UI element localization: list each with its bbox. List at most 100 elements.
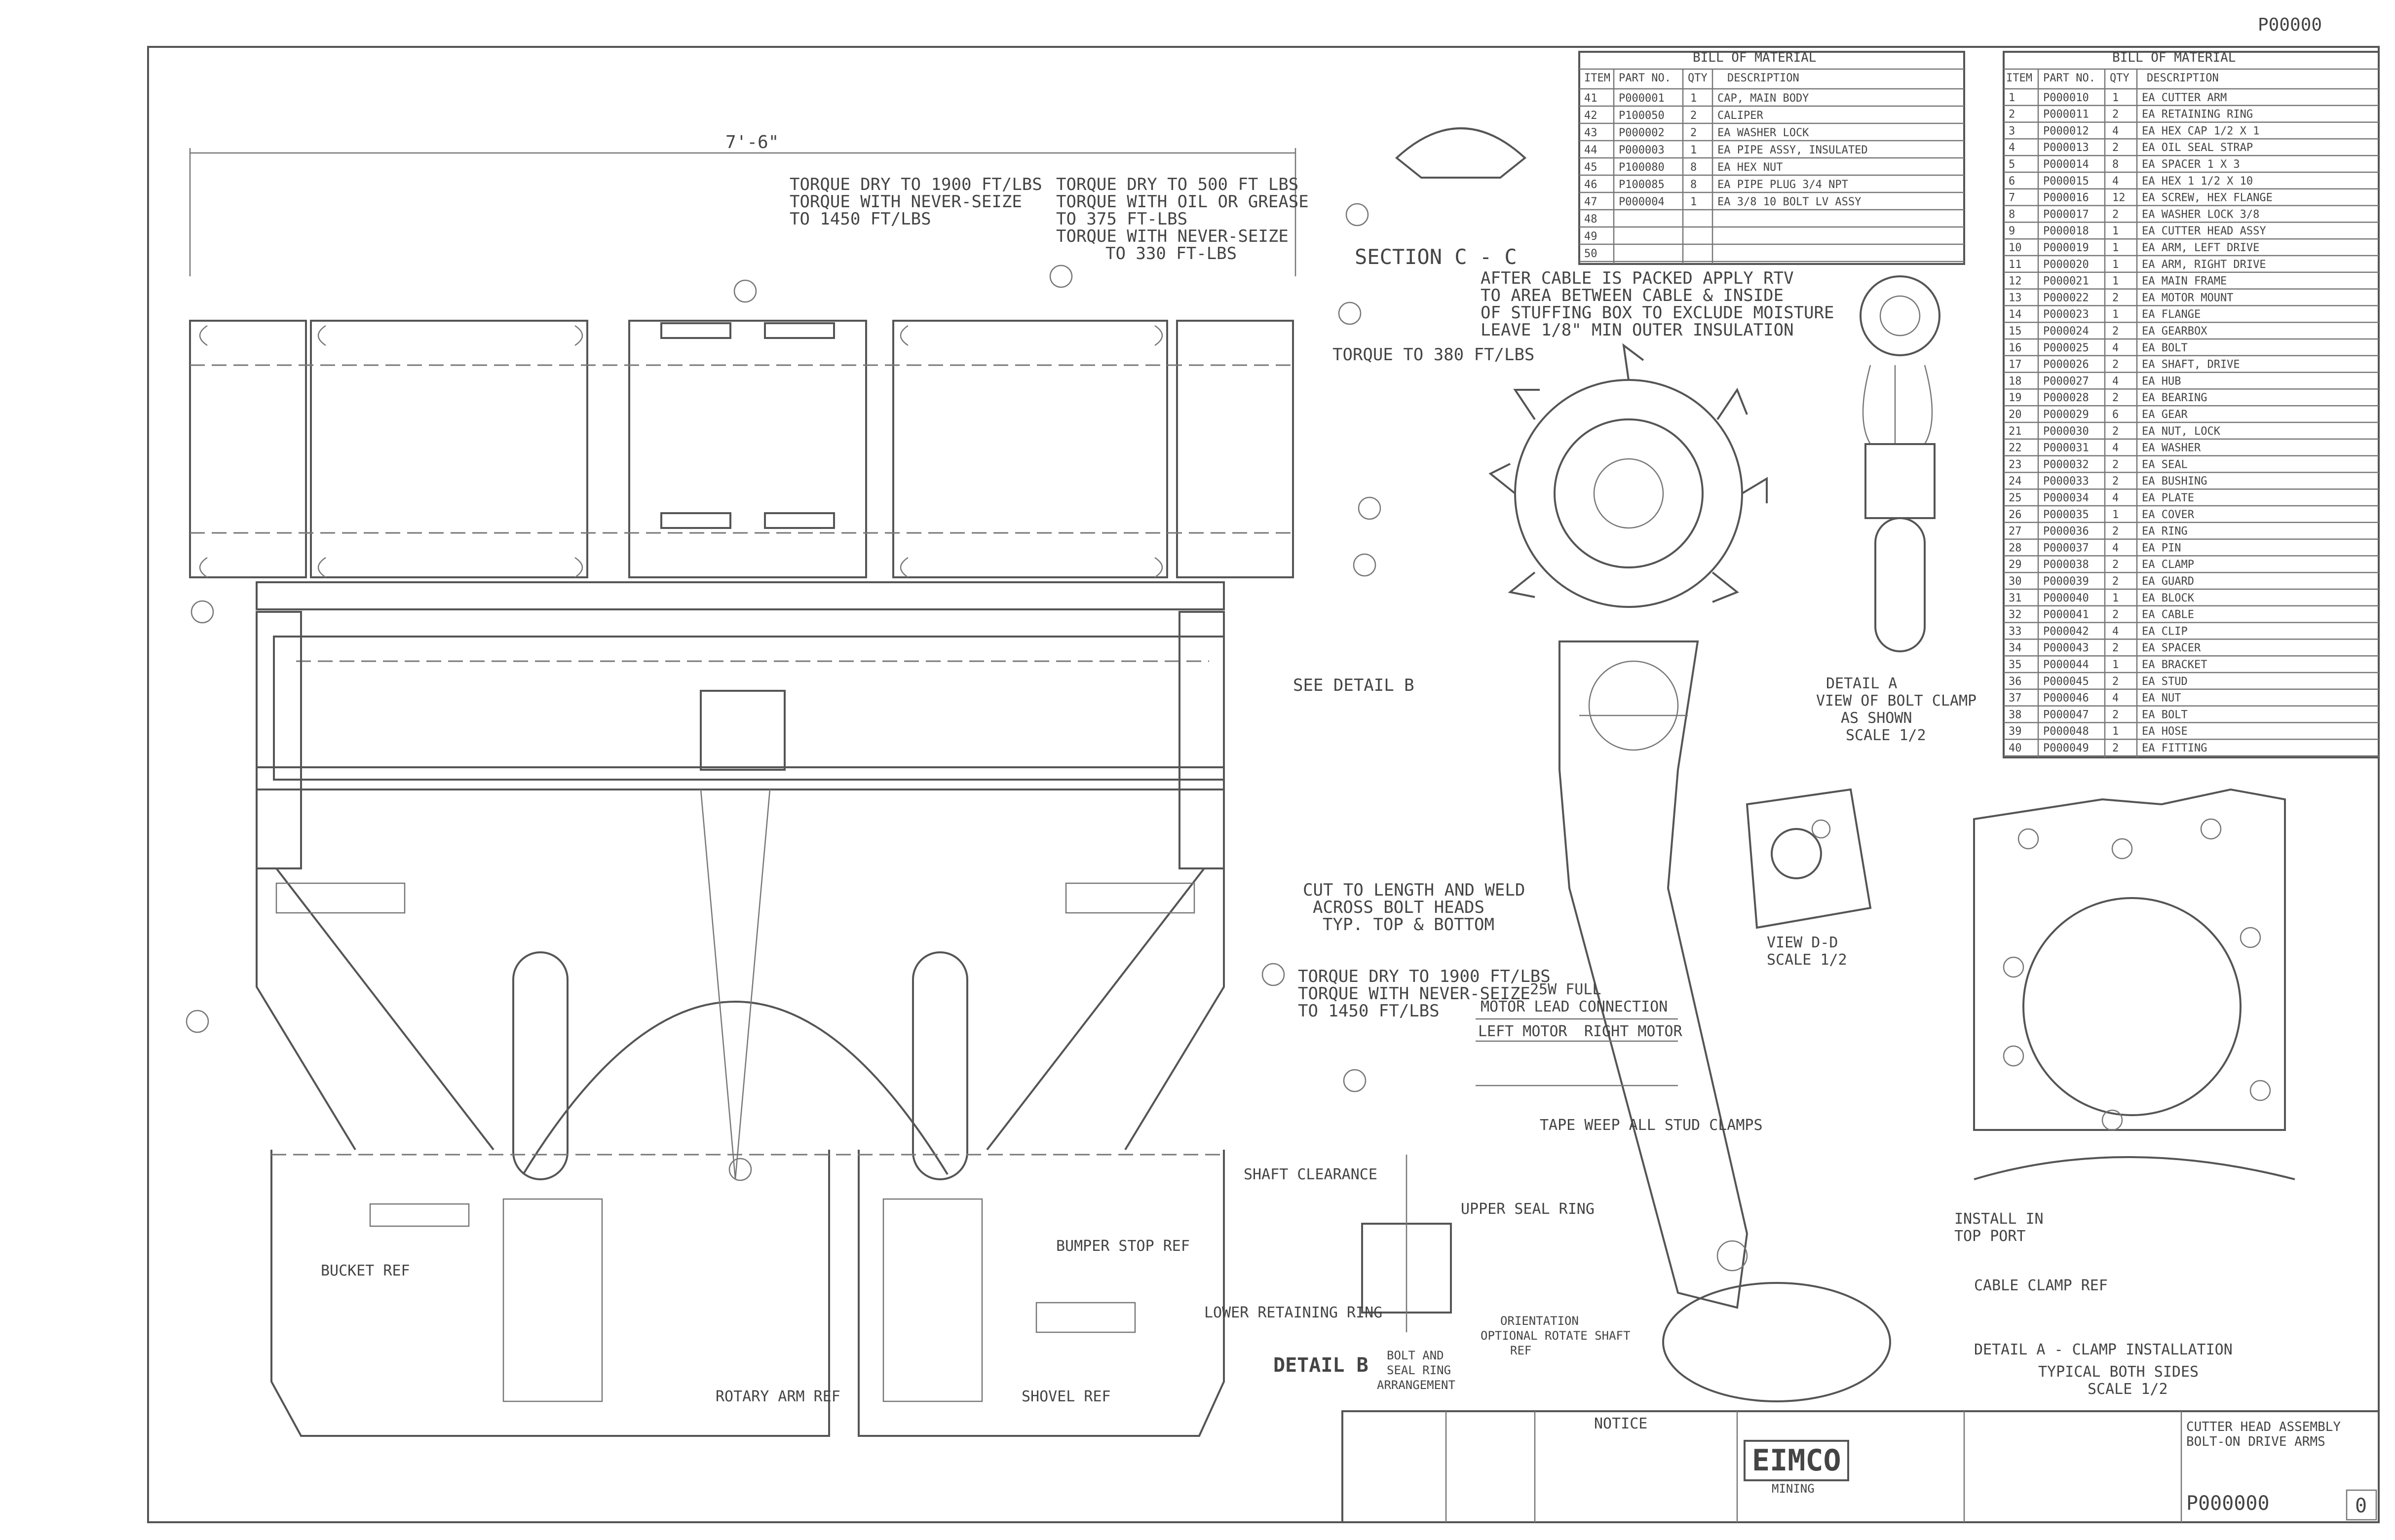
bom-cell: 40 — [2009, 742, 2022, 754]
bom-cell: 7 — [2009, 192, 2015, 204]
svg-text:SEAL RING: SEAL RING — [1387, 1363, 1451, 1377]
svg-text:SCALE 1/2: SCALE 1/2 — [1846, 727, 1926, 744]
bom-cell: 17 — [2009, 359, 2022, 371]
bom-cell: 11 — [2009, 259, 2022, 271]
bom-cell: 16 — [2009, 342, 2022, 354]
bom-cell: 1 — [2112, 592, 2119, 604]
bom-cell: 4 — [2112, 125, 2119, 137]
bom-cell: EA HEX 1 1/2 X 10 — [2142, 175, 2253, 188]
bom-cell: 49 — [1584, 230, 1597, 243]
bom-cell: EA SCREW, HEX FLANGE — [2142, 192, 2273, 204]
bom-cell: 31 — [2009, 592, 2022, 604]
bom-cell: 12 — [2112, 192, 2126, 204]
bom-cell: P000032 — [2043, 458, 2089, 471]
bom-cell: EA RING — [2142, 526, 2188, 538]
svg-text:TORQUE DRY TO 1900 FT/LBS: TORQUE DRY TO 1900 FT/LBS — [1298, 967, 1551, 986]
bom-cell: CALIPER — [1717, 110, 1763, 122]
bom-cell: 2 — [2112, 142, 2119, 154]
section-title: SECTION C - C — [1355, 245, 1517, 269]
bom-cell: 2 — [2112, 325, 2119, 338]
bom-row: 49 — [1579, 230, 1964, 245]
bom-cell: 1 — [2112, 242, 2119, 254]
bom-cell: 28 — [2009, 542, 2022, 554]
bom-cell: EA SEAL — [2142, 458, 2188, 471]
svg-text:REF: REF — [1510, 1344, 1531, 1357]
bom-cell: P000002 — [1619, 127, 1665, 139]
bom-cell: P000043 — [2043, 642, 2089, 654]
bom-cell: EA CABLE — [2142, 609, 2194, 621]
bom-cell: EA HEX NUT — [1717, 161, 1783, 174]
bom-cell: 2 — [2112, 709, 2119, 721]
bom-cell: P100050 — [1619, 110, 1665, 122]
bom-cell: P000021 — [2043, 275, 2089, 288]
bom-cell: 50 — [1584, 248, 1597, 260]
bom-cell: P000041 — [2043, 609, 2089, 621]
bom-cell: EA CUTTER HEAD ASSY — [2142, 225, 2266, 237]
bom-cell: 9 — [2009, 225, 2015, 237]
svg-text:BILL OF MATERIAL: BILL OF MATERIAL — [1693, 50, 1816, 65]
svg-text:UPPER SEAL RING: UPPER SEAL RING — [1461, 1201, 1595, 1218]
svg-text:OPTIONAL ROTATE SHAFT: OPTIONAL ROTATE SHAFT — [1481, 1329, 1630, 1343]
bom-cell: EA WASHER LOCK 3/8 — [2142, 208, 2259, 221]
svg-text:TORQUE DRY TO 500 FT LBS: TORQUE DRY TO 500 FT LBS — [1056, 175, 1298, 194]
ref-bottom-a: ROTARY ARM REF — [716, 1388, 840, 1405]
bom-cell: EA MAIN FRAME — [2142, 275, 2227, 288]
bom-cell: 1 — [2112, 275, 2119, 288]
bom-cell: P000010 — [2043, 92, 2089, 104]
bom-cell: EA FLANGE — [2142, 308, 2201, 321]
bom-cell: EA PIPE ASSY, INSULATED — [1717, 144, 1868, 156]
bom-cell: EA BRACKET — [2142, 659, 2207, 671]
bom-cell: 2 — [2112, 575, 2119, 588]
title-notice: NOTICE — [1594, 1415, 1647, 1432]
bom-cell: EA WASHER — [2142, 442, 2201, 454]
bom-cell: 32 — [2009, 609, 2022, 621]
svg-text:TO 330 FT-LBS: TO 330 FT-LBS — [1105, 244, 1237, 263]
bom-cell: 1 — [1690, 92, 1697, 105]
svg-text:25W FULL: 25W FULL — [1530, 981, 1601, 998]
bom-cell: P000040 — [2043, 592, 2089, 604]
bom-cell: P100085 — [1619, 179, 1665, 191]
svg-text:SHAFT CLEARANCE: SHAFT CLEARANCE — [1244, 1166, 1377, 1183]
bom-cell: P000013 — [2043, 142, 2089, 154]
svg-text:TO AREA BETWEEN CABLE & INSIDE: TO AREA BETWEEN CABLE & INSIDE — [1481, 286, 1784, 305]
detail-a-view: DETAIL A VIEW OF BOLT CLAMP AS SHOWN SCA… — [1816, 275, 1977, 744]
bom-cell: EA MOTOR MOUNT — [2142, 292, 2233, 304]
svg-text:PART NO.: PART NO. — [2043, 72, 2095, 84]
ref-bottom-b: SHOVEL REF — [1022, 1388, 1111, 1405]
bom-cell: 4 — [2112, 342, 2119, 354]
bom-cell: 1 — [2112, 259, 2119, 271]
bom-cell: 2 — [2112, 526, 2119, 538]
bom-cell: EA GUARD — [2142, 575, 2194, 588]
bom-cell: 4 — [2112, 542, 2119, 554]
svg-text:TOP PORT: TOP PORT — [1954, 1228, 2026, 1245]
note-cable: AFTER CABLE IS PACKED APPLY RTV TO AREA … — [1481, 268, 1834, 340]
bom-cell: 26 — [2009, 509, 2022, 521]
bom-row: 50 — [1579, 248, 1964, 263]
bom-cell: 2 — [2112, 742, 2119, 754]
svg-text:AFTER CABLE IS PACKED APPLY RT: AFTER CABLE IS PACKED APPLY RTV — [1481, 268, 1794, 288]
bom-cell: 4 — [2112, 625, 2119, 638]
bom-cell: P000024 — [2043, 325, 2089, 338]
bom-cell: 5 — [2009, 158, 2015, 171]
bom-cell: 2 — [2112, 292, 2119, 304]
bom-cell: EA RETAINING RING — [2142, 109, 2253, 121]
bom-cell: 18 — [2009, 375, 2022, 387]
bom-cell: EA PIN — [2142, 542, 2181, 554]
bom-cell: 2 — [2112, 642, 2119, 654]
svg-text:DETAIL A - CLAMP INSTALLATION: DETAIL A - CLAMP INSTALLATION — [1974, 1341, 2233, 1358]
bom-cell: 13 — [2009, 292, 2022, 304]
bom-cell: 1 — [2112, 659, 2119, 671]
bom-cell: 10 — [2009, 242, 2022, 254]
note-torque-left: TORQUE DRY TO 1900 FT/LBS TORQUE WITH NE… — [790, 175, 1042, 229]
